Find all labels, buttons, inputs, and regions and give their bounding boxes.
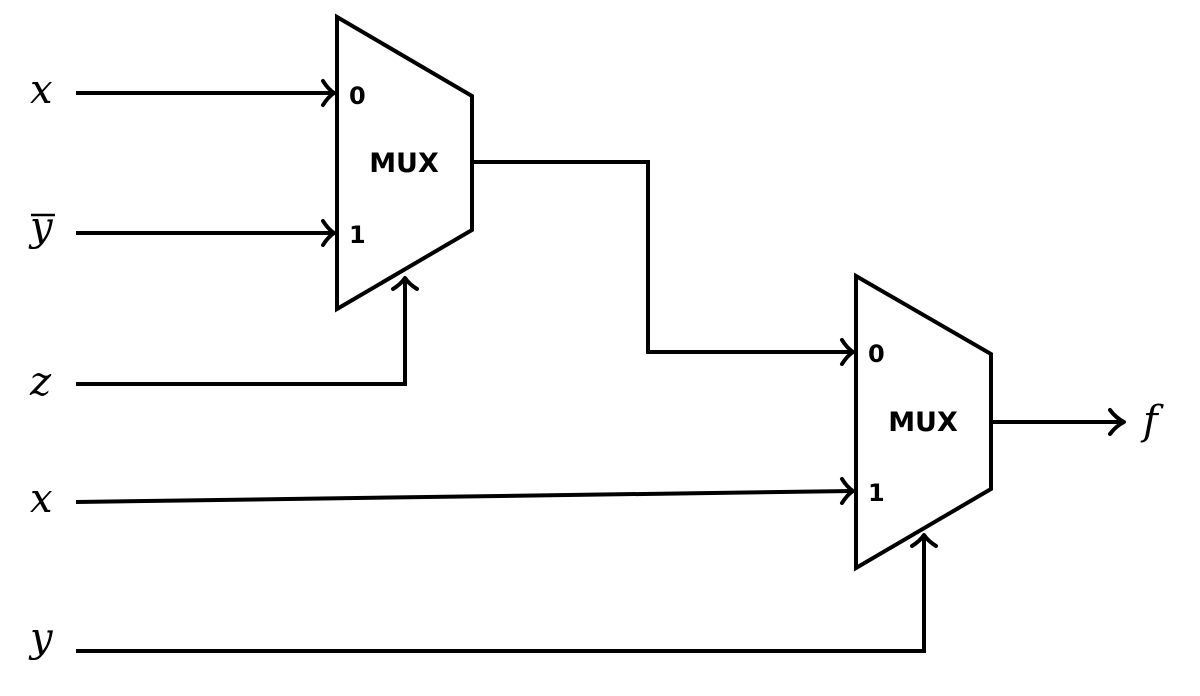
input-label-x-top: x: [30, 67, 53, 113]
arrowhead-mux2-in1: [840, 477, 855, 505]
mux-2-body: [854, 272, 993, 572]
wire-y-to-mux2-select: [76, 537, 926, 653]
mux-1-label: MUX: [369, 148, 439, 179]
wire-x-to-mux2-in1: [75, 489, 853, 504]
arrowhead-mux1-in0: [321, 79, 336, 107]
mux-1-port-1-label: 1: [349, 221, 366, 249]
output-label-f: f: [1140, 398, 1164, 444]
wire-mux1-out-to-mux2-in0: [472, 160, 852, 354]
mux-2-label: MUX: [888, 407, 958, 438]
input-label-x-bottom: x: [30, 476, 53, 522]
mux-2-port-0-label: 0: [868, 340, 885, 368]
input-label-y-negated: y: [28, 204, 54, 250]
arrowhead-output-f: [1108, 408, 1126, 436]
mux-1-port-0-label: 0: [349, 82, 366, 110]
mux-1-body: [335, 13, 474, 313]
wire-z-to-mux1-select: [76, 280, 407, 386]
arrowhead-mux2-select: [910, 533, 938, 548]
arrowhead-mux1-select: [391, 276, 419, 291]
arrowhead-mux2-in0: [840, 338, 855, 366]
mux-2-port-1-label: 1: [868, 479, 885, 507]
input-label-y-bottom: y: [28, 615, 54, 661]
arrowhead-mux1-in1: [321, 219, 336, 247]
input-label-z: z: [29, 359, 52, 405]
